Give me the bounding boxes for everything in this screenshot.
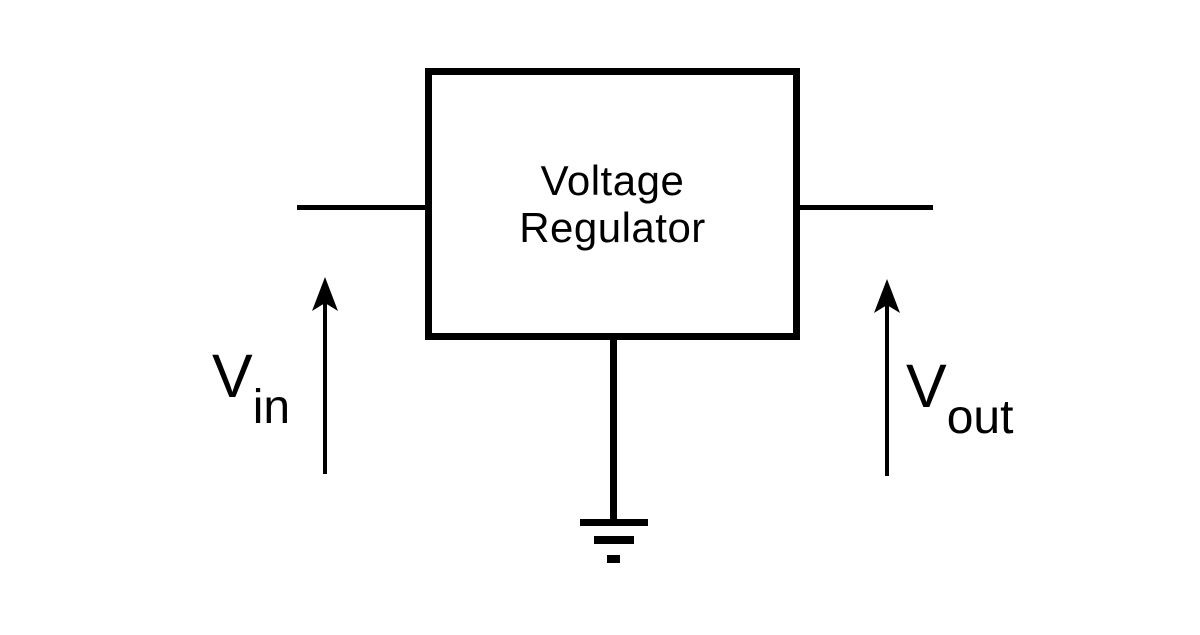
- block-label-line1: Voltage: [540, 157, 685, 204]
- vout-label-subscript: out: [946, 391, 1014, 444]
- ground-symbol-icon: [594, 536, 634, 544]
- ground-symbol-icon: [580, 519, 648, 526]
- output-up-arrow-icon: [874, 279, 900, 476]
- ground-symbol-icon: [607, 555, 620, 563]
- voltage-regulator-block: Voltage Regulator: [425, 68, 800, 340]
- vin-label-base: V: [212, 342, 253, 410]
- output-wire: [800, 205, 933, 210]
- input-wire: [297, 205, 425, 210]
- input-up-arrow-icon: [312, 277, 338, 474]
- block-label: Voltage Regulator: [519, 157, 706, 251]
- vout-label: Vout: [906, 356, 1013, 442]
- vout-label-base: V: [906, 352, 947, 420]
- vin-label: Vin: [212, 346, 290, 432]
- block-label-line2: Regulator: [519, 204, 706, 251]
- ground-wire: [610, 340, 617, 522]
- vin-label-subscript: in: [252, 381, 291, 434]
